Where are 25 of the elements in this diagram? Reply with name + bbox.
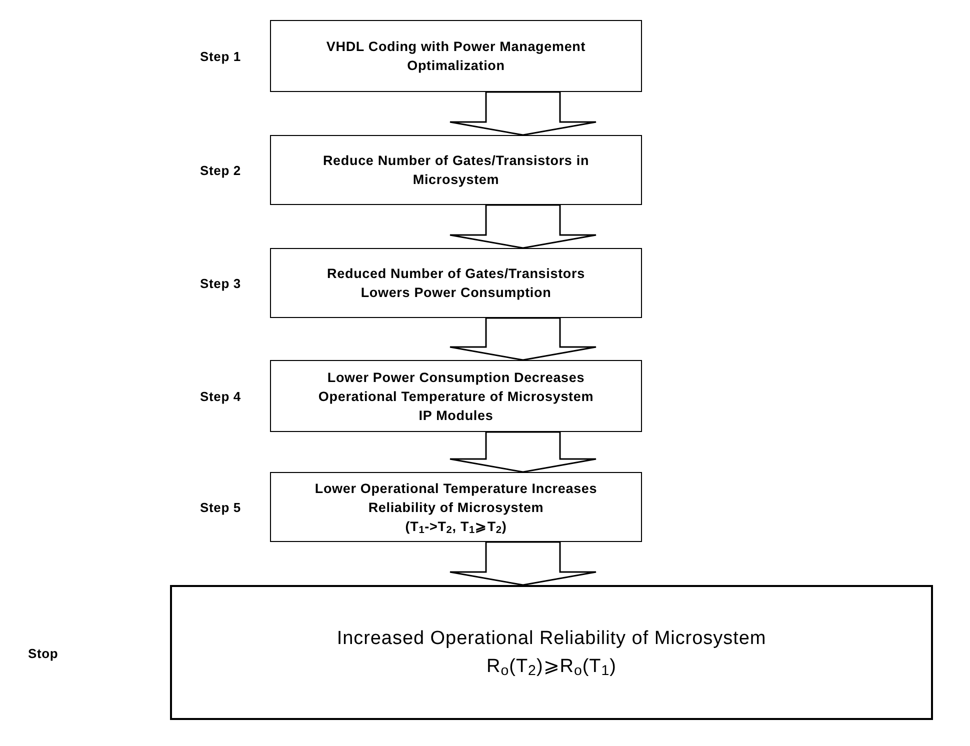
box-text: (T$_{1}$->T$_{2}$, T$_{1}$⩾T$_{2}$) bbox=[405, 518, 507, 536]
box-text: Increased Operational Reliability of Microsystem bbox=[336, 626, 766, 650]
block-arrow bbox=[449, 91, 597, 136]
box-text: Reduce Number of Gates/Transistors in Microsystem bbox=[322, 152, 590, 189]
step-label: Step 1 bbox=[200, 48, 241, 66]
box-text: VHDL Coding with Power Management Optimalization bbox=[325, 38, 587, 75]
block-arrow bbox=[449, 431, 597, 473]
step-label: Step 2 bbox=[200, 162, 241, 180]
process-box bbox=[270, 135, 642, 205]
process-box bbox=[270, 472, 642, 542]
block-arrow bbox=[449, 204, 597, 249]
box-text: Lower Operational Temperature Increases Reliability of Microsystem bbox=[314, 480, 598, 516]
box-text: Reduced Number of Gates/Transistors Lowers Power Consumption bbox=[326, 265, 586, 302]
process-box bbox=[270, 20, 642, 92]
step-label: Step 4 bbox=[200, 388, 241, 406]
block-arrow bbox=[449, 541, 597, 586]
process-box bbox=[270, 360, 642, 432]
process-box bbox=[170, 585, 933, 720]
step-label: Step 3 bbox=[200, 275, 241, 293]
block-arrow bbox=[449, 317, 597, 361]
step-label: Step 5 bbox=[200, 499, 241, 517]
box-text: Lower Power Consumption Decreases Operational Temperature of Microsystem IP Modules bbox=[317, 368, 595, 424]
box-text: R$_{o}$(T$_{2}$)⩾R$_{o}$(T$_{1}$) bbox=[486, 654, 616, 678]
process-box bbox=[270, 248, 642, 318]
stop-label: Stop bbox=[28, 644, 58, 663]
